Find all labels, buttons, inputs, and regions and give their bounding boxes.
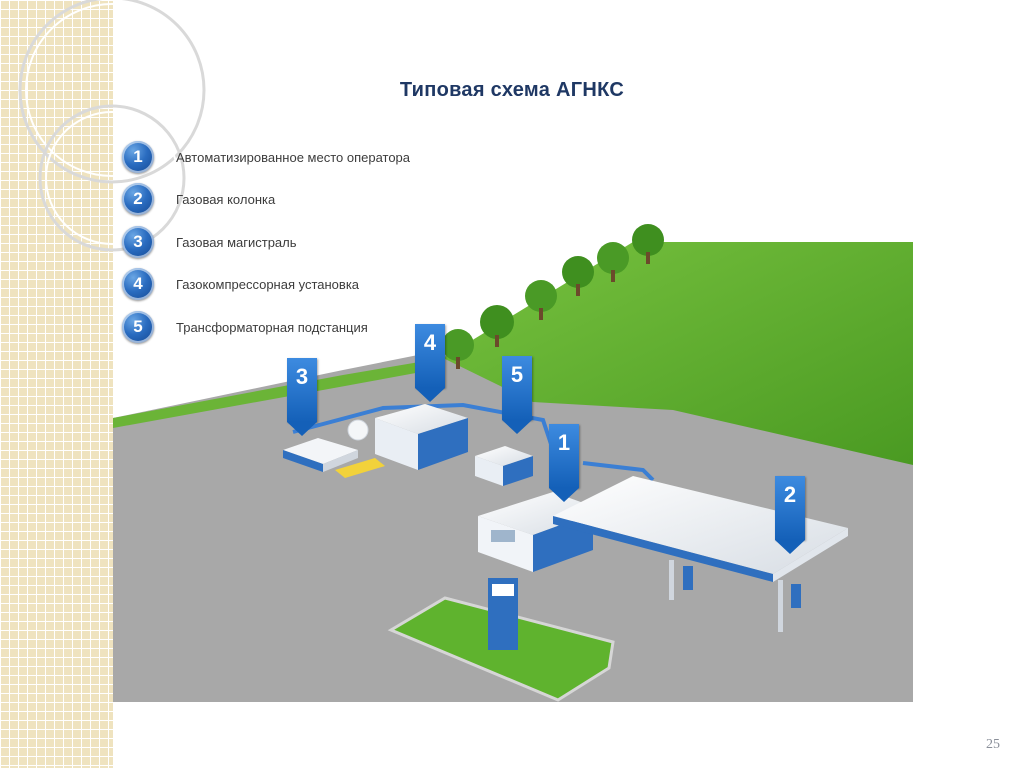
tree-row [442,224,664,369]
grass-strip-left [113,358,443,428]
legend-badge-1: 1 [122,141,154,173]
legend-badge-3: 3 [122,226,154,258]
gas-station-illustration [113,224,913,702]
decorative-grid-strip [0,0,113,768]
legend-badge-4: 4 [122,268,154,300]
scene-marker-3: 3 [287,358,317,436]
compressor-building-roof [375,404,468,434]
fence [292,402,555,451]
legend-label-2: Газовая колонка [176,191,276,207]
pipes [335,458,385,478]
legend-item: 2 Газовая колонка [122,182,482,216]
grass-field [443,242,913,465]
scene-marker-2: 2 [775,476,805,554]
legend-item: 1 Автоматизированное место оператора [122,140,482,174]
operator-building-roof [478,492,603,535]
legend-label-5: Трансформаторная подстанция [176,319,368,335]
page-title: Типовая схема АГНКС [399,79,625,101]
legend-item: 3 Газовая магистраль [122,225,482,259]
scene-marker-4: 4 [415,324,445,402]
canopy-pillar [669,560,674,600]
legend-label-4: Газокомпрессорная установка [176,276,360,292]
scene-marker-5: 5 [502,356,532,434]
legend-label-1: Автоматизированное место оператора [176,149,411,165]
legend-item: 5 Трансформаторная подстанция [122,310,482,344]
page-number: 25 [986,737,1000,752]
decorative-circles [18,0,206,252]
legend-badge-5: 5 [122,311,154,343]
legend-label-3: Газовая магистраль [176,234,297,250]
scene-marker-1: 1 [549,424,579,502]
legend-item: 4 Газокомпрессорная установка [122,267,482,301]
gas-tank [347,419,369,441]
canopy-roof [553,476,848,574]
transformer-roof [475,446,533,466]
fuel-dispenser [791,584,801,608]
legend-badge-2: 2 [122,183,154,215]
